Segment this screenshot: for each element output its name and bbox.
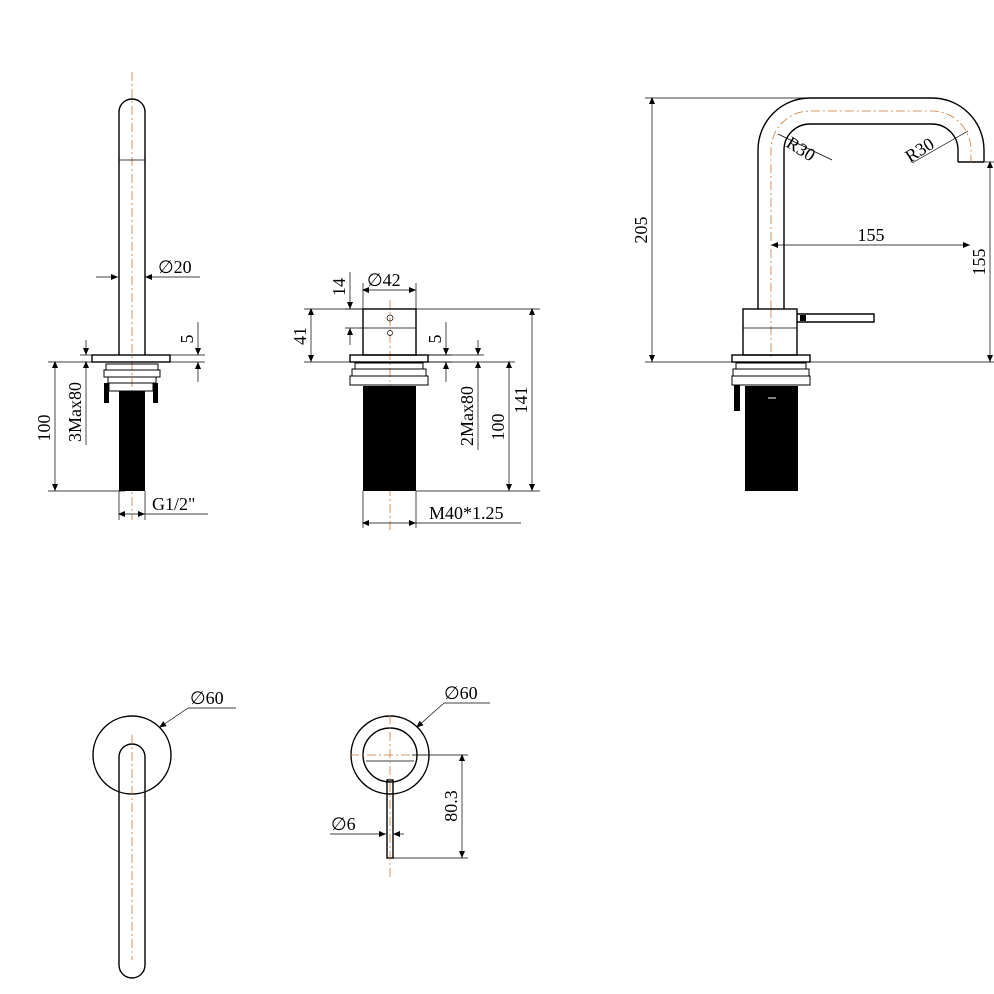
spout-height-vertical-label: 155 bbox=[969, 249, 989, 276]
mixer-thread-label: M40*1.25 bbox=[429, 503, 504, 523]
mixer-body bbox=[362, 308, 417, 356]
spout-tube bbox=[118, 98, 146, 355]
mixer-height-label: 100 bbox=[488, 414, 508, 441]
mixer-shank bbox=[363, 386, 416, 491]
front-elevation-view: R30 R30 205 155 155 bbox=[631, 97, 994, 491]
radius-left-label: R30 bbox=[783, 132, 819, 165]
mixer-top-handle-length-label: 80.3 bbox=[441, 790, 461, 822]
spout-bolt-left bbox=[104, 383, 109, 403]
spout-diameter-label: ∅20 bbox=[158, 257, 192, 277]
front-bolt bbox=[734, 385, 740, 411]
radius-right-label: R30 bbox=[902, 134, 938, 167]
spout-shank bbox=[119, 391, 145, 491]
spout-top-view: ∅60 bbox=[92, 688, 236, 979]
mixer-body-label: 41 bbox=[290, 327, 310, 345]
mixer-flange bbox=[349, 354, 429, 363]
mixer-washer-2 bbox=[351, 368, 427, 377]
mixer-flange-label: 5 bbox=[425, 335, 445, 344]
mixer-total-label: 141 bbox=[511, 387, 531, 414]
mixer-top-diameter-label: ∅60 bbox=[444, 683, 478, 703]
total-height-label: 205 bbox=[631, 217, 651, 244]
mixer-thickness-label: 2Max80 bbox=[457, 386, 477, 446]
lever-pivot bbox=[800, 315, 806, 321]
front-flange bbox=[731, 354, 811, 363]
spout-top-diameter-label: ∅60 bbox=[190, 688, 224, 708]
spout-side-view: ∅20 5 100 3Max80 G1/2" bbox=[34, 72, 208, 520]
mixer-washer-1 bbox=[354, 362, 424, 370]
spout-outer-contour bbox=[757, 97, 985, 309]
front-washer-1 bbox=[735, 362, 807, 370]
mixer-side-view: ∅42 14 41 5 2Max80 100 141 bbox=[290, 270, 540, 530]
spout-flange-label: 5 bbox=[177, 335, 197, 344]
front-washer-2 bbox=[732, 368, 810, 377]
mixer-screw-hole-2 bbox=[387, 330, 393, 336]
spout-inner-contour bbox=[783, 123, 959, 309]
spout-centerline-path bbox=[770, 110, 972, 309]
radius-left-leader bbox=[777, 133, 833, 161]
front-body bbox=[742, 308, 798, 356]
spout-bolt-right bbox=[153, 383, 158, 403]
mixer-diameter-label: ∅42 bbox=[367, 270, 401, 290]
spout-thread-label: G1/2" bbox=[152, 494, 195, 514]
mixer-nut bbox=[349, 375, 429, 386]
spout-flange bbox=[91, 354, 171, 363]
spout-nut bbox=[108, 382, 154, 392]
reach-label: 155 bbox=[858, 225, 885, 245]
spout-height-label: 100 bbox=[34, 415, 54, 442]
mixer-screw-hole-1 bbox=[386, 314, 394, 322]
mixer-top-view: ∅60 80.3 ∅6 bbox=[330, 683, 490, 880]
lever-handle bbox=[797, 313, 875, 323]
mixer-top-label: 14 bbox=[329, 278, 349, 296]
radius-right-leader bbox=[911, 130, 969, 164]
front-nut bbox=[731, 375, 811, 386]
spout-thickness-label: 3Max80 bbox=[65, 382, 85, 442]
front-shank bbox=[745, 386, 798, 491]
spout-top-tube bbox=[118, 743, 146, 979]
mixer-top-handle-diameter-label: ∅6 bbox=[331, 814, 356, 834]
